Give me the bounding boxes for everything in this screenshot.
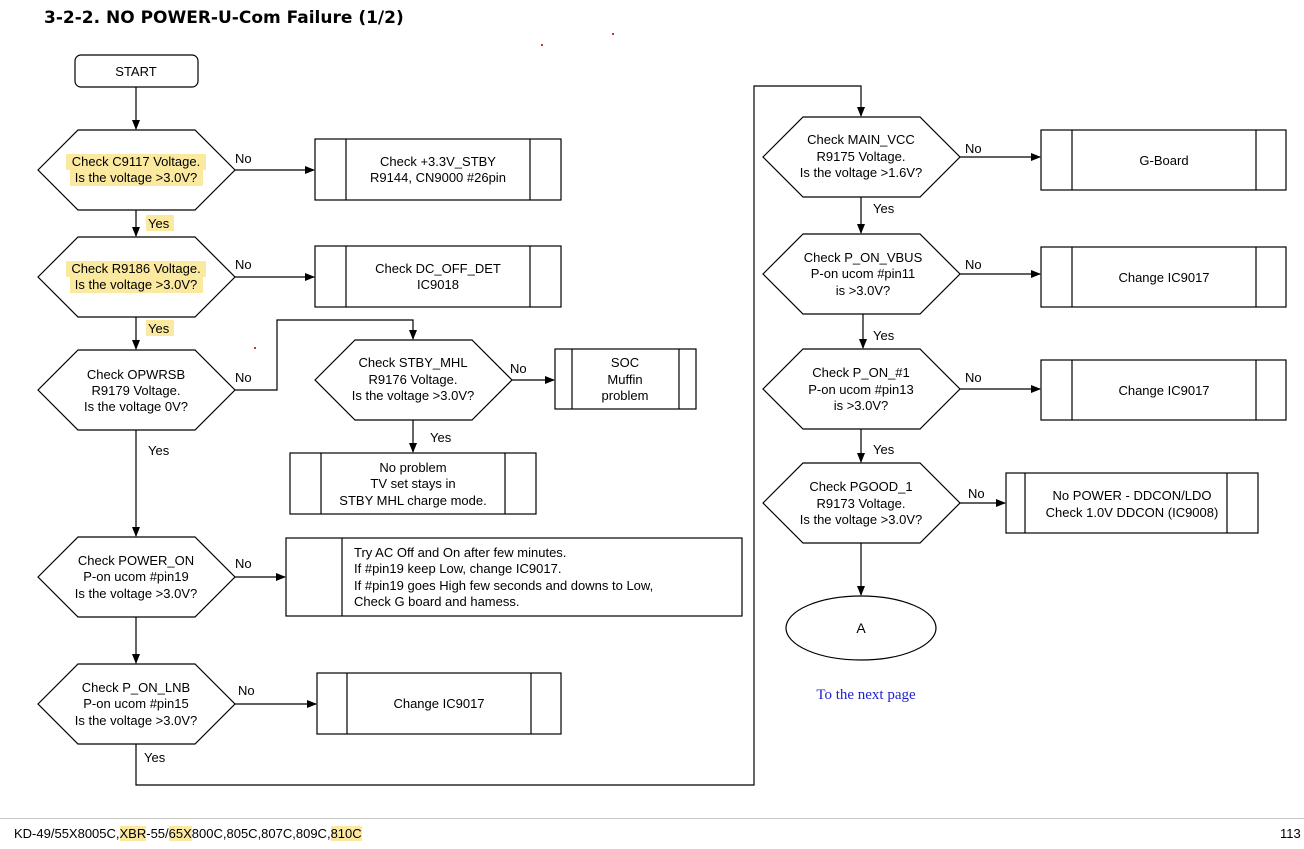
no-label-d5: No bbox=[235, 556, 252, 571]
footer-model-highlight: 65X bbox=[168, 826, 192, 841]
process-p1 bbox=[314, 138, 562, 201]
start-label: START bbox=[115, 64, 156, 79]
page-title: 3-2-2. NO POWER-U-Com Failure (1/2) bbox=[44, 8, 404, 28]
yes-label-d8: Yes bbox=[873, 328, 895, 343]
highlight-yes-2 bbox=[146, 320, 174, 336]
highlight-yes-1 bbox=[146, 215, 174, 231]
yes-label-d4: Yes bbox=[430, 430, 452, 445]
p8-text: Change IC9017 bbox=[1118, 270, 1209, 285]
no-label-d4: No bbox=[510, 361, 527, 376]
d1-text: Check C9117 Voltage.Is the voltage >3.0V… bbox=[72, 154, 200, 185]
arrow-d3-d4 bbox=[235, 319, 417, 391]
process-p2 bbox=[314, 245, 562, 308]
process-p10 bbox=[1005, 472, 1259, 534]
next-page-note: To the next page bbox=[816, 687, 916, 703]
footer-model-highlight: 810C bbox=[330, 826, 362, 841]
p7-text: G-Board bbox=[1139, 153, 1188, 168]
footer-divider bbox=[0, 818, 1304, 819]
yes-label-d3: Yes bbox=[148, 443, 170, 458]
connector-a-label: A bbox=[856, 620, 866, 636]
process-p7 bbox=[1040, 129, 1287, 191]
footer-model-text: 800C,805C,807C,809C, bbox=[191, 826, 331, 841]
footer-model-text: -55/ bbox=[146, 826, 169, 841]
branch-labels: No No No No No No No No No No Yes Yes Ye… bbox=[144, 141, 985, 765]
arrow-d6-d7 bbox=[135, 85, 865, 786]
d2-text: Check R9186 Voltage.Is the voltage >3.0V… bbox=[71, 261, 200, 292]
no-label-d10: No bbox=[968, 486, 985, 501]
footer-model-list: KD-49/55X8005C,XBR-55/65X800C,805C,807C,… bbox=[14, 826, 362, 841]
no-label-d7: No bbox=[965, 141, 982, 156]
page-number: 113 bbox=[1280, 826, 1301, 841]
process-p3 bbox=[554, 348, 697, 410]
no-label-d8: No bbox=[965, 257, 982, 272]
highlight-d2-line2 bbox=[70, 277, 203, 293]
highlight-d2-line1 bbox=[66, 261, 206, 277]
yes-label-d2: Yes bbox=[148, 321, 170, 336]
footer-model-highlight: XBR bbox=[119, 826, 147, 841]
yes-label-d7: Yes bbox=[873, 201, 895, 216]
connector-a bbox=[785, 595, 937, 661]
p6-text: Change IC9017 bbox=[393, 696, 484, 711]
p5-text: Try AC Off and On after few minutes.If #… bbox=[354, 545, 653, 609]
p9-text: Change IC9017 bbox=[1118, 383, 1209, 398]
highlight-d1-line1 bbox=[66, 154, 206, 170]
process-p4 bbox=[289, 452, 537, 515]
no-label-d9: No bbox=[965, 370, 982, 385]
footer-model-text: KD-49/55X8005C, bbox=[14, 826, 120, 841]
process-p5 bbox=[285, 537, 743, 617]
stray-dots bbox=[254, 33, 614, 349]
yes-label-d1: Yes bbox=[148, 216, 170, 231]
no-label-d6: No bbox=[238, 683, 255, 698]
no-label-d1: No bbox=[235, 151, 252, 166]
yes-label-d6: Yes bbox=[144, 750, 166, 765]
no-label-d2: No bbox=[235, 257, 252, 272]
yes-label-d9: Yes bbox=[873, 442, 895, 457]
highlight-d1-line2 bbox=[70, 170, 203, 186]
process-p6 bbox=[316, 672, 562, 735]
process-p8 bbox=[1040, 246, 1287, 308]
highlights bbox=[66, 154, 206, 336]
process-p9 bbox=[1040, 359, 1287, 421]
no-label-d3: No bbox=[235, 370, 252, 385]
